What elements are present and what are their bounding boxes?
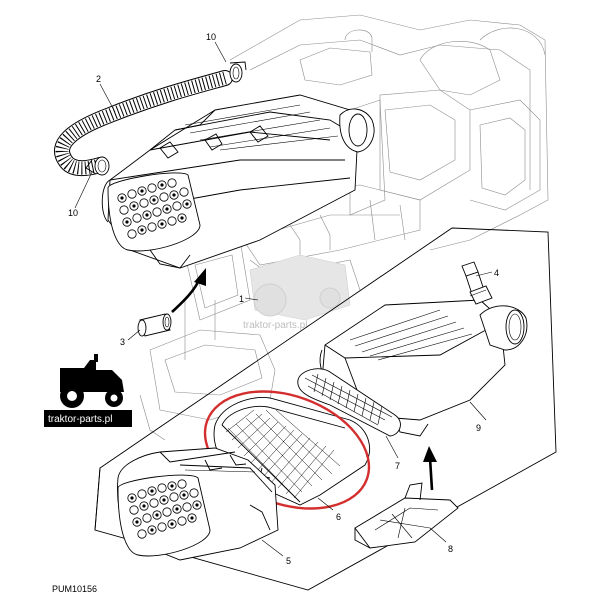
callout-6: 6	[336, 512, 341, 522]
bushing-part	[137, 313, 172, 337]
exploded-view-panel	[94, 227, 557, 591]
hose-clamp-lower	[85, 156, 110, 176]
callout-10-top: 10	[206, 32, 216, 42]
hose-clamp-upper	[229, 61, 247, 83]
install-arrow-lower	[423, 446, 437, 491]
dust-valve-grid-upper	[107, 172, 201, 252]
callout-3: 3	[120, 337, 125, 347]
figure-code: PUM10156	[52, 584, 97, 594]
logo-text: traktor-parts.pl	[48, 414, 112, 425]
mounting-bracket	[354, 482, 459, 549]
intake-hose	[54, 70, 233, 177]
secondary-filter	[297, 368, 401, 437]
restriction-sensor	[461, 261, 493, 305]
callout-10-bottom: 10	[68, 208, 78, 218]
dust-valve-grid-lower	[117, 474, 211, 557]
callout-5: 5	[286, 556, 291, 566]
watermark: traktor-parts.pl	[243, 254, 351, 331]
watermark-text: traktor-parts.pl	[243, 320, 307, 331]
callout-7: 7	[395, 461, 400, 471]
air-cleaner-upper	[101, 94, 375, 269]
callouts: 10 2 10 1 3 4 9 7 6 5 8	[68, 32, 499, 566]
callout-9: 9	[476, 423, 481, 433]
callout-1: 1	[239, 294, 244, 304]
filter-housing	[319, 299, 528, 437]
tractor-logo: traktor-parts.pl	[44, 354, 132, 427]
leader-lines-lower	[261, 271, 493, 557]
callout-4: 4	[494, 268, 499, 278]
air-cleaner-cover	[117, 447, 279, 561]
install-arrow-upper	[171, 268, 206, 313]
leader-lines-upper	[74, 41, 259, 341]
callout-8: 8	[448, 544, 453, 554]
callout-2: 2	[96, 74, 101, 84]
